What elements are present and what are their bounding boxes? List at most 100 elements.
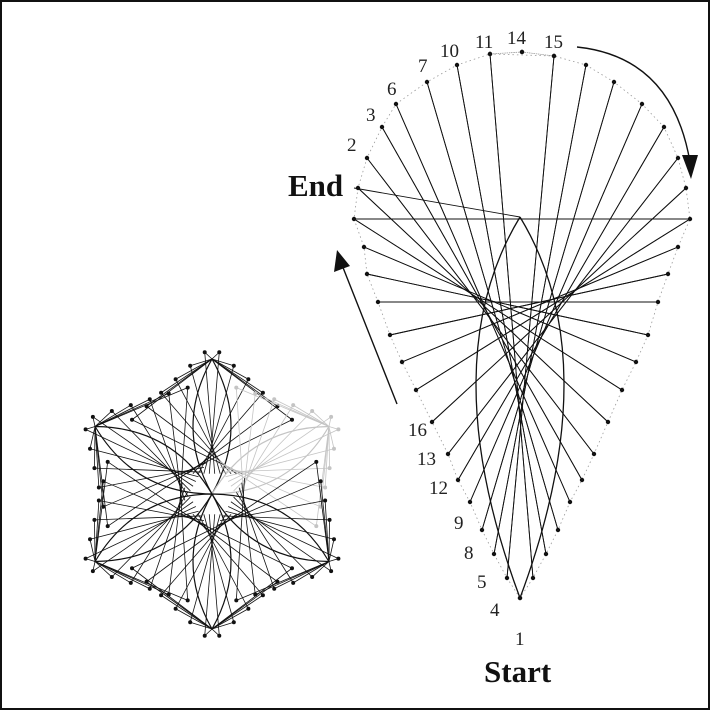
- flower-thread: [85, 429, 196, 482]
- petal-edge-right: [519, 216, 565, 599]
- petal-thread: [357, 187, 609, 423]
- flower-thread: [311, 561, 330, 578]
- pin-dot: [683, 185, 689, 191]
- pin-dot: [130, 417, 134, 422]
- end-label: End: [288, 168, 343, 203]
- pin-dot: [188, 620, 193, 625]
- flower-petal: [211, 459, 341, 603]
- pin-dot: [327, 517, 332, 522]
- pin-dot: [92, 517, 97, 522]
- flower-thread: [230, 416, 332, 487]
- pin-dot: [128, 403, 133, 408]
- pin-dot: [336, 427, 341, 432]
- pin-dot: [665, 271, 671, 277]
- pin-dot: [583, 62, 589, 68]
- flower-thread: [175, 379, 226, 474]
- flower-thread: [219, 500, 326, 522]
- pin-dot: [331, 537, 336, 542]
- flower-thread: [217, 462, 321, 508]
- pin-dot: [387, 332, 393, 338]
- flower-thread: [204, 514, 216, 636]
- flower-petal: [83, 385, 213, 529]
- flower-thread: [211, 358, 264, 394]
- pin-dot: [109, 575, 114, 580]
- flower-thread: [85, 506, 196, 559]
- flower-thread: [94, 398, 150, 427]
- flower-thread: [131, 358, 213, 421]
- pin-dot: [246, 377, 251, 382]
- pin-dot: [291, 403, 296, 408]
- pin-dot: [633, 359, 639, 365]
- pin-dot: [351, 216, 357, 222]
- pin-dot: [92, 466, 97, 471]
- pin-dot: [424, 79, 430, 85]
- petal-thread: [457, 126, 665, 481]
- flower-thread: [94, 467, 202, 473]
- pin-dot: [329, 569, 334, 574]
- pin-dot: [234, 385, 239, 390]
- flower-thread: [146, 513, 237, 583]
- flower-thread: [190, 358, 213, 367]
- flower-petal-edge: [192, 493, 232, 631]
- pin-dot: [290, 566, 294, 571]
- flower-thread: [203, 365, 235, 474]
- pin-dot: [101, 504, 106, 509]
- pin-dot: [327, 466, 332, 471]
- flower-thread: [192, 513, 264, 596]
- pin-dot: [275, 579, 280, 584]
- flower-thread: [111, 410, 191, 492]
- flower-thread: [214, 457, 317, 527]
- point-labels: 1 2 3 4 5 6 7 8 9 10 11 12 13 14 15 16 E…: [288, 28, 563, 689]
- pin-dot: [611, 79, 617, 85]
- pin-dot: [231, 363, 236, 368]
- point-label-6: 6: [387, 79, 397, 100]
- flower-thread: [236, 404, 294, 496]
- pin-dot: [253, 391, 258, 396]
- flower-thread: [149, 487, 186, 589]
- pin-dot: [109, 408, 114, 413]
- flower-thread: [94, 561, 188, 601]
- flower-thread: [179, 387, 189, 510]
- flower-thread: [192, 392, 264, 475]
- pin-dot: [551, 53, 557, 59]
- flower-thread: [107, 461, 210, 531]
- pin-dot: [661, 124, 667, 130]
- pin-dot: [188, 363, 193, 368]
- flower-thread: [131, 567, 213, 630]
- flower-thread: [204, 352, 216, 474]
- flower-thread: [324, 500, 330, 562]
- flower-thread: [89, 539, 96, 562]
- point-label-9: 9: [454, 513, 464, 534]
- flower-thread: [168, 393, 183, 506]
- pin-dot: [88, 537, 93, 542]
- petal-thread: [366, 157, 595, 455]
- flower-thread: [230, 501, 332, 572]
- pin-dot: [159, 593, 164, 598]
- flower-thread: [160, 358, 213, 394]
- pin-dot: [96, 485, 101, 490]
- pin-dot: [479, 527, 485, 533]
- petal-outline: [353, 51, 691, 599]
- flower-thread: [181, 419, 293, 475]
- flower-thread: [94, 561, 169, 595]
- point-label-16: 16: [408, 420, 427, 441]
- flower-thread: [315, 426, 330, 527]
- flower-thread: [236, 387, 330, 427]
- flower-thread: [94, 519, 96, 562]
- pin-dot: [491, 551, 497, 557]
- pin-dot: [393, 101, 399, 107]
- petal-thread: [481, 81, 615, 531]
- petal-thread: [469, 103, 643, 503]
- point-label-8: 8: [464, 543, 474, 564]
- flower-petal: [211, 385, 341, 529]
- pin-dot: [530, 575, 536, 581]
- flower-thread: [241, 482, 256, 595]
- flower-thread: [211, 358, 293, 421]
- pin-dot: [202, 350, 207, 355]
- pin-dot: [379, 124, 385, 130]
- flower-thread: [238, 487, 275, 589]
- flower-petal: [130, 350, 294, 495]
- pin-dot: [159, 390, 164, 395]
- flower-thread: [92, 416, 194, 487]
- pin-dot: [336, 556, 341, 561]
